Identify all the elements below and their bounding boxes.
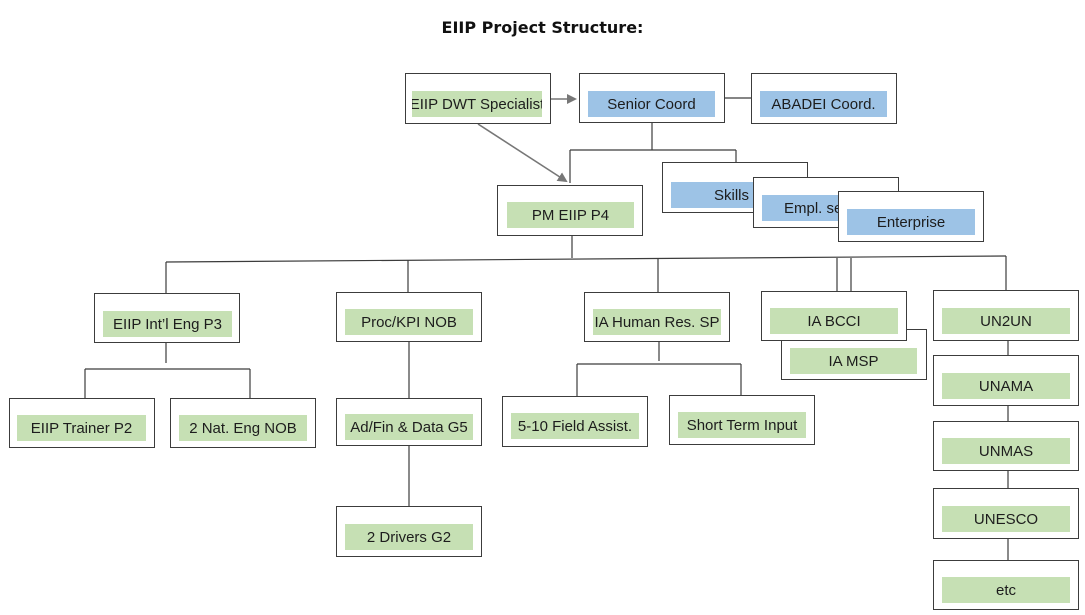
nat-eng-label: 2 Nat. Eng NOB — [179, 415, 307, 441]
unesco-label: UNESCO — [942, 506, 1070, 532]
unmas-label: UNMAS — [942, 438, 1070, 464]
field-assist-label: 5-10 Field Assist. — [511, 413, 639, 439]
ia-human-res-label: IA Human Res. SP — [593, 309, 721, 335]
abadei-coord-label: ABADEI Coord. — [760, 91, 887, 117]
adfin-label: Ad/Fin & Data G5 — [345, 414, 473, 440]
unama-label: UNAMA — [942, 373, 1070, 399]
proc-kpi-label: Proc/KPI NOB — [345, 309, 473, 335]
un2un-label: UN2UN — [942, 308, 1070, 334]
ia-bcci-label: IA BCCI — [770, 308, 898, 334]
etc-label: etc — [942, 577, 1070, 603]
short-term-label: Short Term Input — [678, 412, 806, 438]
ia-msp-label: IA MSP — [790, 348, 917, 374]
senior-coord-label: Senior Coord — [588, 91, 715, 117]
diagram-title: EIIP Project Structure: — [441, 18, 644, 37]
trainer-label: EIIP Trainer P2 — [17, 415, 146, 441]
intl-eng-label: EIIP Int’l Eng P3 — [103, 311, 232, 337]
drivers-label: 2 Drivers G2 — [345, 524, 473, 550]
dwt-specialist-label: EIIP DWT Specialist — [412, 91, 542, 117]
enterprise-label: Enterprise — [847, 209, 975, 235]
pm-label: PM EIIP P4 — [507, 202, 634, 228]
